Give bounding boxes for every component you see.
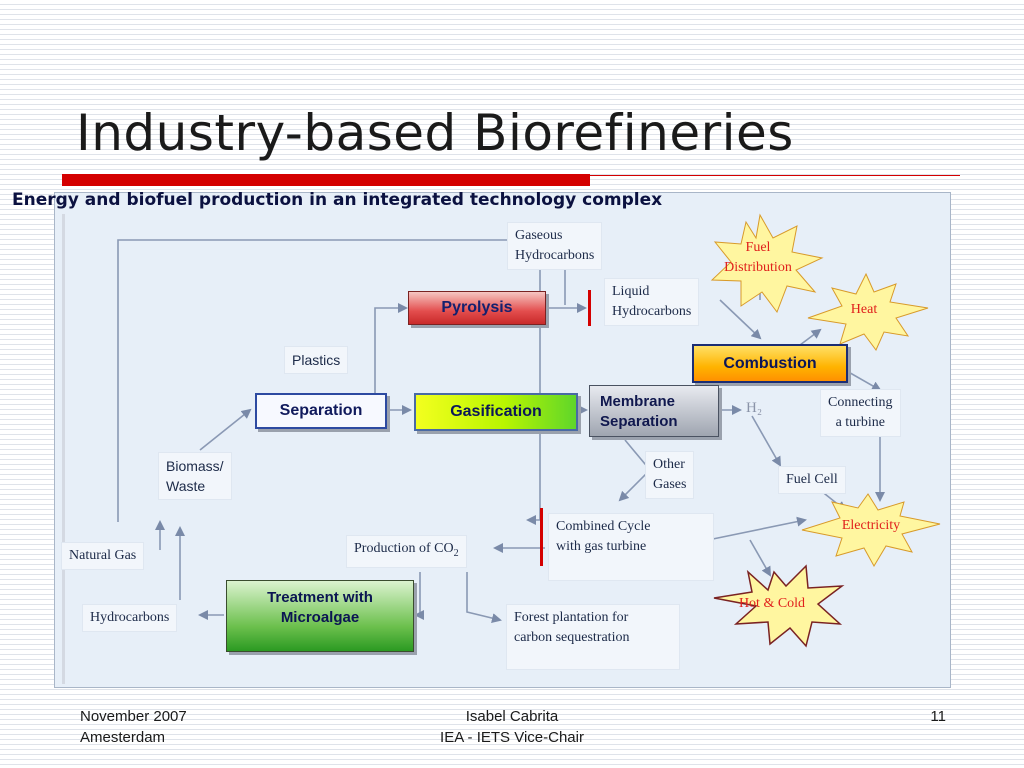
combined-cycle-label: Combined Cycle with gas turbine [548,513,714,581]
fuel-distribution-text: Fuel Distribution [724,240,792,275]
other-gases-label: Other Gases [645,451,695,499]
electricity-text: Electricity [841,518,901,533]
electricity-star [801,493,941,567]
combustion-box: Combustion [692,344,848,383]
plastics-label: Plastics [284,346,349,374]
connecting-turbine-label: Connecting a turbine [820,389,901,437]
slide-title: Industry-based Biorefineries [76,104,794,162]
connector-comb-turbine [844,369,882,391]
biomass-waste-label: Biomass/ Waste [158,452,232,500]
connector-to-pyrolysis [374,303,408,410]
connector-comb-heat [799,328,822,346]
hot-cold-star [713,564,845,648]
connector-h2-fuelcell [751,415,781,467]
separation-box: Separation [255,393,387,429]
title-rule [590,175,960,176]
heat-star [807,272,929,351]
gaseous-hydrocarbons-label: Gaseous Hydrocarbons [507,222,603,270]
liquid-hydrocarbons-label: Liquid Hydrocarbons [604,278,700,326]
page-number: 11 [930,708,946,725]
diagram-frame [62,214,949,684]
connector-co2-micro [414,572,424,620]
heat-text: Heat [850,302,878,317]
slide-subtitle: Energy and biofuel production in an inte… [12,190,663,210]
gasification-box: Gasification [414,393,578,431]
fuel-distribution-star [710,213,824,314]
hot-cold-text: Hot & Cold [738,596,806,611]
pyrolysis-box: Pyrolysis [408,291,546,325]
title-accent-bar [62,174,590,186]
connector-co2-forest [466,572,502,623]
connector-liquid-comb [719,299,762,340]
natural-gas-label: Natural Gas [61,542,145,570]
membrane-separation-box: Membrane Separation [589,385,719,437]
connector-cc-elec [707,516,807,541]
production-co2-label: Production of CO2 [346,535,467,568]
h2-label: H₂ [746,400,763,416]
forest-plantation-label: Forest plantation for carbon sequestrati… [506,604,680,670]
fuel-cell-label: Fuel Cell [778,466,846,494]
footer-author: Isabel Cabrita IEA - IETS Vice-Chair [440,708,584,746]
footer-date-location: November 2007 Amesterdam [80,708,187,746]
connector-cc-hot [749,539,771,577]
pyrolysis-output-bar [588,290,591,326]
treatment-microalgae-box: Treatment with Microalgae [226,580,414,652]
combined-cycle-bar [540,508,543,566]
connector-biomass-sep [199,408,252,451]
hydrocarbons-label: Hydrocarbons [82,604,178,632]
